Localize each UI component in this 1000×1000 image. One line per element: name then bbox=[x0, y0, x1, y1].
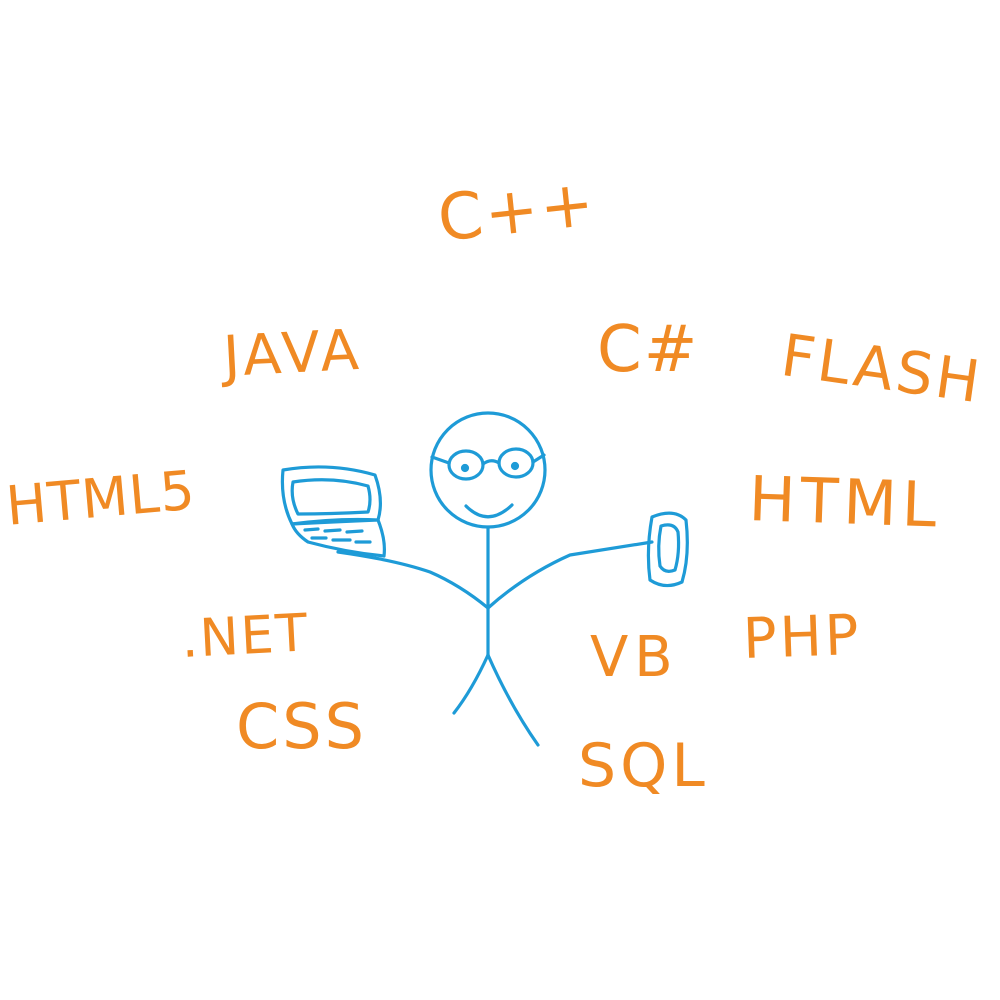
smile bbox=[464, 503, 514, 519]
word-cpp: C++ bbox=[434, 166, 600, 257]
word-java: JAVA bbox=[221, 317, 365, 390]
laptop-icon bbox=[280, 465, 386, 558]
right-arm bbox=[486, 540, 654, 610]
phone-icon bbox=[646, 511, 689, 588]
word-csharp: C# bbox=[597, 313, 700, 387]
head bbox=[429, 411, 547, 529]
left-leg bbox=[452, 653, 490, 715]
word-css: CSS bbox=[236, 690, 368, 763]
word-html5: HTML5 bbox=[3, 458, 198, 538]
glasses-bridge bbox=[481, 459, 501, 466]
glasses-arm-left bbox=[430, 455, 451, 465]
word-dotnet: .NET bbox=[179, 603, 311, 670]
word-vb: VB bbox=[590, 625, 679, 690]
right-eye bbox=[510, 461, 520, 471]
left-eye bbox=[460, 463, 470, 473]
glasses-arm-right bbox=[531, 453, 546, 464]
word-php: PHP bbox=[741, 602, 863, 672]
word-sql: SQL bbox=[578, 731, 709, 801]
left-arm bbox=[336, 550, 490, 610]
right-leg bbox=[486, 653, 540, 747]
word-html: HTML bbox=[747, 462, 943, 542]
